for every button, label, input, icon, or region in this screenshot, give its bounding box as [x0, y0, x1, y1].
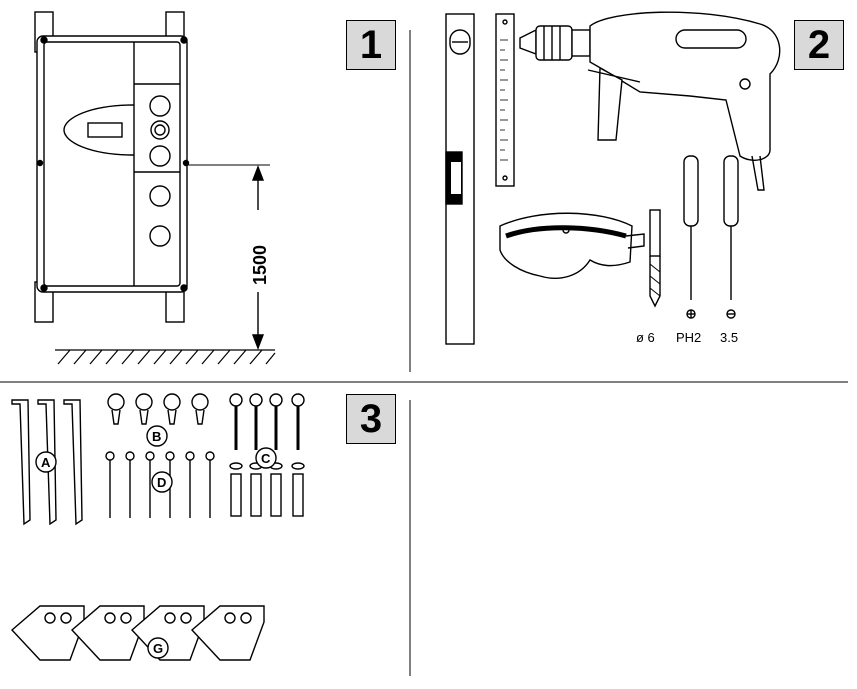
- part-label-c: C: [261, 451, 271, 466]
- safety-goggles: [499, 212, 645, 279]
- bit-label-drill: ø 6: [636, 330, 655, 345]
- part-label-g: G: [153, 641, 163, 656]
- drill-bit: [649, 209, 661, 308]
- parts-g-spacers: [10, 605, 265, 661]
- wall-unit-drawing: [34, 11, 190, 323]
- part-label-d: D: [157, 475, 166, 490]
- spirit-level: [445, 13, 475, 345]
- dimension-label: 1500: [250, 245, 270, 285]
- bit-label-flat: 3.5: [720, 330, 738, 345]
- parts-d-long-screws: [105, 451, 215, 518]
- screwdriver-phillips: [683, 155, 699, 319]
- power-drill: [519, 11, 781, 191]
- step-badge-3: 3: [346, 394, 396, 444]
- height-dimension: [186, 164, 270, 350]
- parts-a-brackets: [11, 399, 83, 526]
- step-badge-2: 2: [794, 20, 844, 70]
- part-label-a: A: [41, 455, 51, 470]
- bit-label-phillips: PH2: [676, 330, 701, 345]
- step-badge-1: 1: [346, 20, 396, 70]
- folding-ruler: [495, 13, 515, 187]
- part-label-b: B: [152, 429, 161, 444]
- floor-hatching: [55, 349, 276, 365]
- parts-b-screws: [107, 393, 209, 447]
- parts-c-screws-anchors: [229, 393, 305, 517]
- screwdriver-flat: [723, 155, 739, 319]
